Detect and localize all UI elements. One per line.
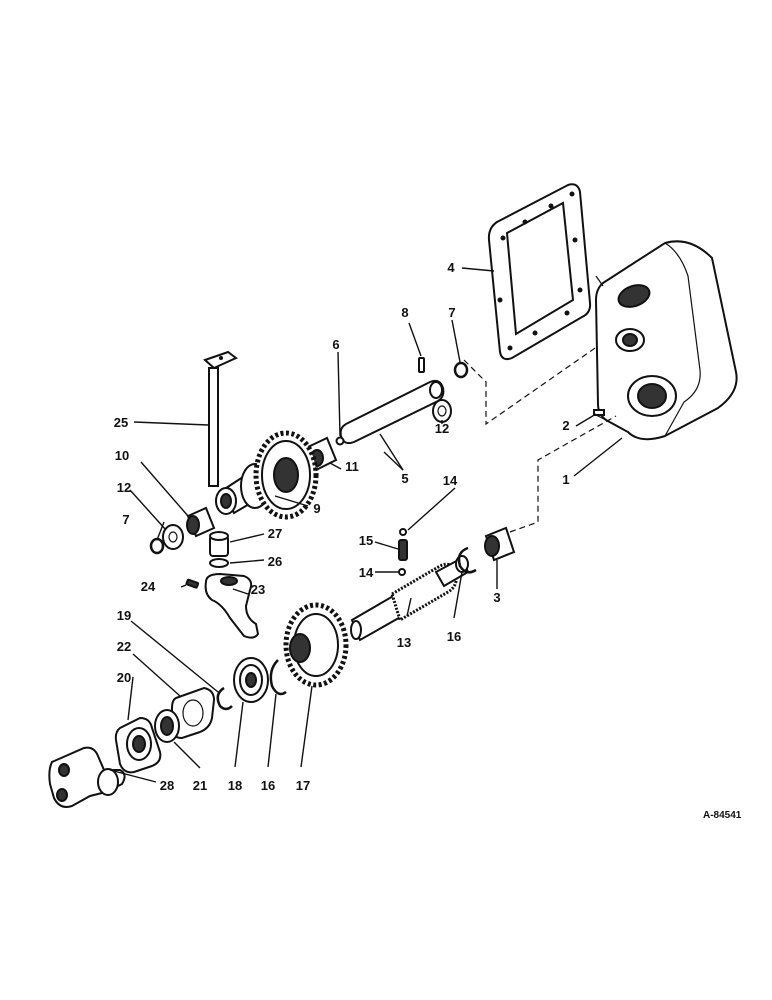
part-12-washer-upper <box>432 399 452 423</box>
callout-13: 13 <box>397 635 411 650</box>
part-3-bearing <box>484 526 516 562</box>
callout-20: 20 <box>117 670 131 685</box>
callout-9: 9 <box>313 501 320 516</box>
callout-17: 17 <box>296 778 310 793</box>
figure-id: A-84541 <box>703 810 742 821</box>
callout-4: 4 <box>447 260 455 275</box>
callout-12-upper: 12 <box>435 421 449 436</box>
part-6-ball <box>335 436 345 446</box>
callout-21: 21 <box>193 778 207 793</box>
callout-15: 15 <box>359 533 373 548</box>
callout-8: 8 <box>401 305 408 320</box>
part-12-washer-left <box>162 524 184 550</box>
part-7-snap-ring-left <box>149 537 165 555</box>
part-7-snap-ring-upper <box>453 361 469 379</box>
alignment-lines <box>463 345 617 533</box>
callout-16-left: 16 <box>261 778 275 793</box>
callout-11: 11 <box>345 459 359 474</box>
part-16-snap-ring-left <box>269 659 287 696</box>
leader-lines <box>109 267 623 783</box>
callout-25: 25 <box>114 415 128 430</box>
callout-26: 26 <box>268 554 282 569</box>
callout-3: 3 <box>493 590 500 605</box>
part-18-bearing <box>233 657 269 703</box>
callout-12-left: 12 <box>117 480 131 495</box>
callout-7-upper: 7 <box>448 305 455 320</box>
callout-6: 6 <box>332 337 339 352</box>
part-21-seal <box>154 709 180 743</box>
callout-7-left: 7 <box>122 512 129 527</box>
callout-28: 28 <box>160 778 174 793</box>
callout-19: 19 <box>117 608 131 623</box>
part-13-splined-shaft <box>350 555 470 642</box>
part-28-yoke <box>48 746 126 808</box>
part-23-shift-fork <box>204 572 260 639</box>
callout-1: 1 <box>562 472 569 487</box>
part-14-ball-lower <box>398 568 406 576</box>
callout-24: 24 <box>141 579 156 594</box>
part-4-gasket <box>487 183 592 361</box>
part-26-o-ring <box>209 558 229 568</box>
callout-22: 22 <box>117 639 131 654</box>
part-1-housing <box>594 240 738 441</box>
part-14-ball-upper <box>399 528 407 536</box>
part-8-pin <box>418 357 425 373</box>
part-5-shaft <box>339 379 445 445</box>
callout-18: 18 <box>228 778 242 793</box>
part-19-snap-ring <box>216 686 233 711</box>
callout-5: 5 <box>401 471 408 486</box>
callout-10: 10 <box>115 448 129 463</box>
part-24-set-screw <box>185 578 200 589</box>
callout-23: 23 <box>251 582 265 597</box>
callout-2: 2 <box>562 418 569 433</box>
callout-14-lower: 14 <box>359 565 374 580</box>
part-10-bearing <box>186 506 216 538</box>
part-9-gear <box>215 430 319 520</box>
part-20-retainer <box>114 716 162 774</box>
callout-16-right: 16 <box>447 629 461 644</box>
callout-labels: 1 2 3 4 5 6 7 7 8 9 10 11 12 12 13 14 14… <box>114 260 570 793</box>
part-22-gasket <box>171 686 216 740</box>
part-15-spring <box>398 539 408 561</box>
part-2-dowel <box>593 409 605 416</box>
part-17-gear <box>283 602 349 688</box>
part-25-lever-rod <box>203 350 238 487</box>
callout-14-upper: 14 <box>443 473 458 488</box>
callout-27: 27 <box>268 526 282 541</box>
part-27-bushing <box>209 531 229 557</box>
part-16-snap-ring-right <box>457 546 477 574</box>
